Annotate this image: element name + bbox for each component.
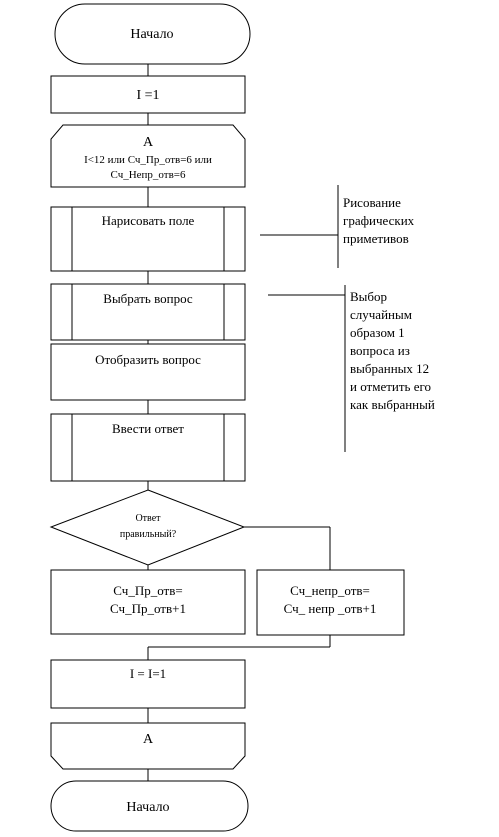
- enter-answer-label: Ввести ответ: [112, 421, 184, 436]
- draw-field-subprocess: Нарисовать поле: [50, 206, 246, 272]
- loop-end-block: A: [50, 722, 246, 770]
- init-label: I =1: [136, 88, 159, 103]
- comment-connectors: [260, 185, 346, 452]
- choose-comment-line-6: и отметить его: [350, 379, 431, 394]
- start-terminal: Начало: [54, 3, 251, 65]
- loop-start-label: A: [143, 135, 154, 150]
- choose-comment-line-7: как выбранный: [350, 397, 435, 412]
- end-terminal: Начало: [50, 780, 249, 832]
- loop-end-label: A: [143, 732, 154, 747]
- show-question-label: Отобразить вопрос: [95, 352, 201, 367]
- choose-comment-line-1: Выбор: [350, 289, 387, 304]
- wrong-counter-line-2: Сч_ непр _отв+1: [284, 601, 377, 616]
- draw-comment-line-2: графических: [343, 213, 415, 228]
- decision-line-2: правильный?: [120, 529, 177, 540]
- correct-counter-line-2: Сч_Пр_отв+1: [110, 601, 186, 616]
- choose-comment-line-5: выбранных 12: [350, 361, 429, 376]
- increment-process: I = I=1: [50, 659, 246, 709]
- loop-condition-line-1: I<12 или Сч_Пр_отв=6 или: [84, 154, 212, 166]
- wrong-counter-line-1: Сч_непр_отв=: [290, 583, 370, 598]
- choose-question-subprocess: Выбрать вопрос: [50, 283, 246, 341]
- start-label: Начало: [130, 27, 173, 42]
- end-label: Начало: [126, 800, 169, 815]
- increment-label: I = I=1: [130, 666, 166, 681]
- show-question-process: Отобразить вопрос: [50, 343, 246, 401]
- choose-comment: Выбор случайным образом 1 вопроса из выб…: [350, 289, 435, 412]
- loop-condition-line-2: Сч_Непр_отв=6: [111, 169, 186, 181]
- draw-field-label: Нарисовать поле: [102, 213, 195, 228]
- correct-counter-line-1: Сч_Пр_отв=: [113, 583, 182, 598]
- choose-comment-line-2: случайным: [350, 307, 412, 322]
- draw-comment-line-3: приметивов: [343, 231, 409, 246]
- choose-comment-line-4: вопроса из: [350, 343, 410, 358]
- loop-start-block: A I<12 или Сч_Пр_отв=6 или Сч_Непр_отв=6: [50, 124, 246, 188]
- draw-comment: Рисование графических приметивов: [343, 195, 415, 246]
- draw-comment-line-1: Рисование: [343, 195, 401, 210]
- answer-correct-decision: Ответ правильный?: [49, 489, 246, 566]
- wrong-counter-process: Сч_непр_отв= Сч_ непр _отв+1: [256, 569, 405, 636]
- decision-no-connectors: [148, 526, 331, 648]
- enter-answer-subprocess: Ввести ответ: [50, 413, 246, 482]
- correct-counter-process: Сч_Пр_отв= Сч_Пр_отв+1: [50, 569, 246, 635]
- init-process: I =1: [50, 75, 246, 114]
- decision-line-1: Ответ: [135, 513, 161, 524]
- choose-question-label: Выбрать вопрос: [103, 291, 193, 306]
- choose-comment-line-3: образом 1: [350, 325, 405, 340]
